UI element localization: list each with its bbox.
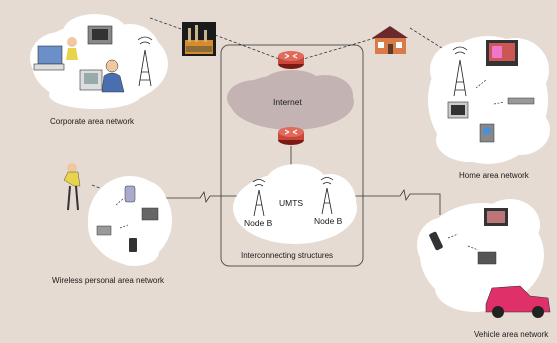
umts-label: UMTS: [279, 198, 304, 208]
camera-icon: [477, 251, 497, 265]
interconnecting-frame: [220, 44, 364, 267]
internet-label: Internet: [273, 97, 302, 107]
camera-icon: [96, 225, 112, 236]
house-icon: [372, 26, 408, 54]
phone-icon: [129, 238, 137, 252]
wpan-label: Wireless personal area network: [52, 276, 165, 285]
person-icon: [101, 59, 125, 93]
router-icon: [278, 51, 304, 69]
antenna-icon: [137, 36, 153, 87]
tv-icon: [486, 40, 518, 66]
wpan-cloud: [88, 176, 172, 266]
umts-cloud: [233, 164, 357, 244]
vehicle-network-label: Vehicle area network: [474, 330, 549, 339]
computer-icon: [141, 207, 159, 221]
pda-icon: [124, 185, 136, 203]
computer-icon: [87, 25, 113, 45]
interconnecting-structures-label: Interconnecting structures: [241, 251, 334, 260]
navigation-device-icon: [484, 208, 508, 226]
internet-cloud: [227, 70, 354, 130]
corporate-network-label: Corporate area network: [50, 117, 135, 126]
antenna-icon: [452, 46, 468, 97]
computer-icon: [33, 45, 65, 71]
computer-icon: [79, 69, 103, 91]
node-b-label: Node B: [244, 218, 273, 228]
factory-icon: [182, 22, 216, 56]
phone-icon: [429, 231, 443, 251]
person-icon: [63, 163, 81, 211]
router-icon: [278, 127, 304, 145]
home-network-label: Home area network: [459, 171, 529, 180]
node-b-label: Node B: [314, 216, 343, 226]
person-icon: [66, 37, 78, 60]
antenna-icon: [320, 177, 334, 215]
antenna-icon: [252, 179, 266, 217]
dvd-icon: [507, 97, 535, 105]
computer-icon: [447, 101, 469, 119]
appliance-icon: [479, 123, 495, 143]
car-icon: [485, 285, 551, 318]
signal-arrows: [115, 79, 505, 251]
